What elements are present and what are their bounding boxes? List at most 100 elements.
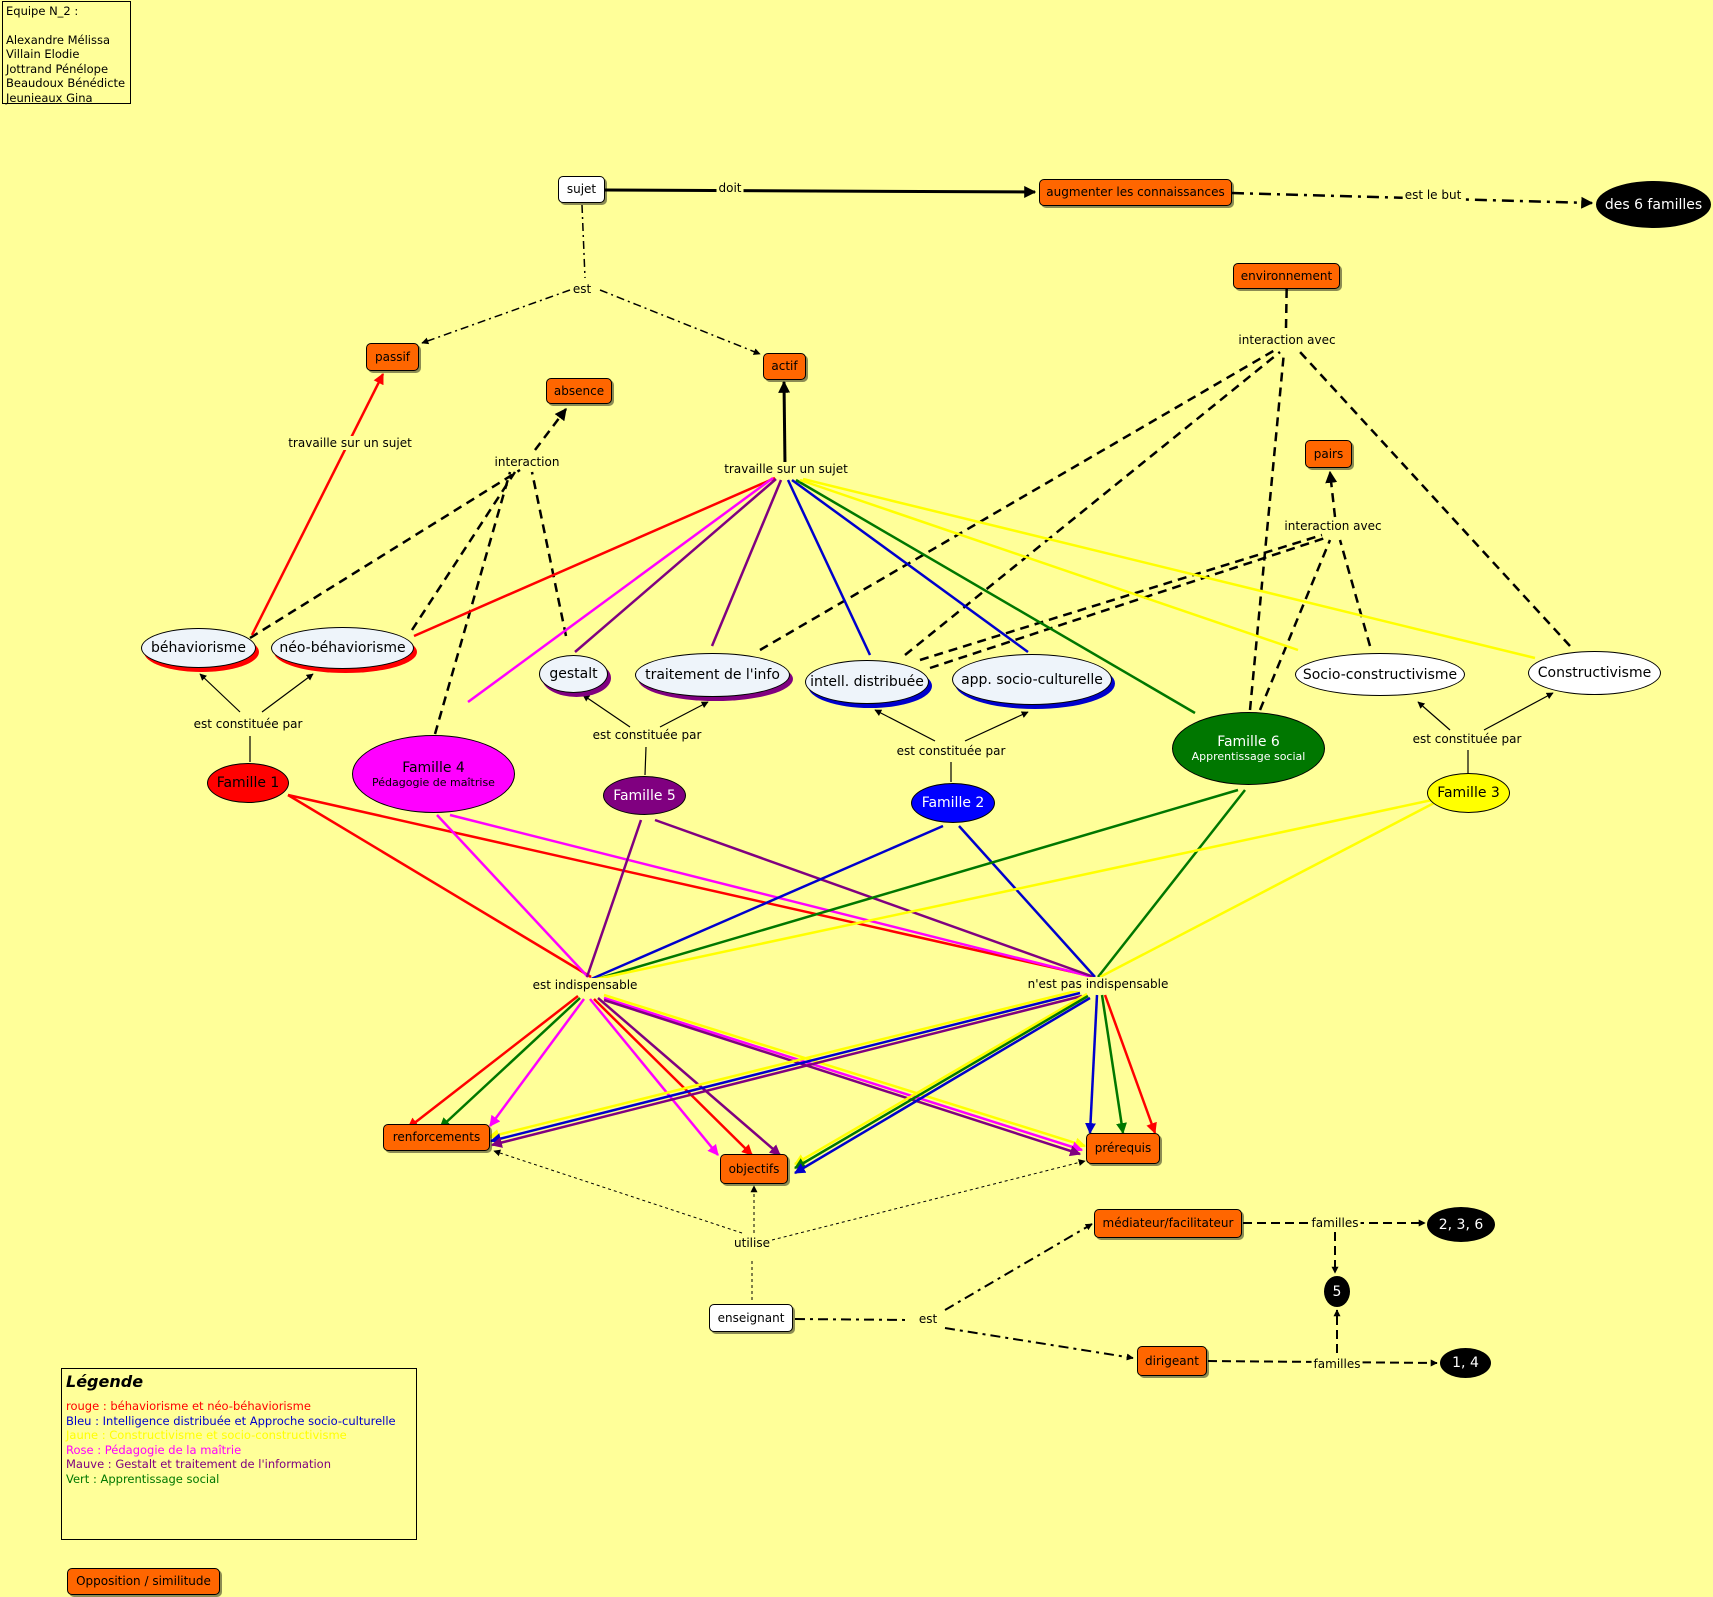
- concept-famille-5[interactable]: Famille 5: [603, 776, 686, 815]
- team-member: Jottrand Pénélope: [6, 61, 109, 76]
- legend-item-mauve: Mauve : Gestalt et traitement de l'infor…: [66, 1457, 332, 1471]
- link-indisp-obj-mauve: [597, 997, 781, 1156]
- link-f5-ecp: [644, 746, 647, 776]
- legend-box: Légende rouge : béhaviorisme et néo-béha…: [61, 1368, 417, 1540]
- concept-sujet[interactable]: sujet: [558, 176, 605, 203]
- team-member: Beaudoux Bénédicte: [6, 76, 126, 90]
- concept-passif[interactable]: passif: [366, 343, 419, 371]
- concept-socio-constructivisme[interactable]: Socio-constructivisme: [1295, 653, 1465, 696]
- link-gestalt-travaille: [574, 478, 777, 653]
- concept-famille-3[interactable]: Famille 3: [1427, 773, 1510, 813]
- link-utilise-renforcements: [493, 1149, 743, 1234]
- link-nonindisp-prereq-rouge: [1103, 994, 1157, 1135]
- link-nonindisp-renf-mauve: [490, 994, 1083, 1148]
- label-utilise: utilise: [732, 1236, 772, 1250]
- concept-traitement-info[interactable]: traitement de l'info: [635, 653, 790, 697]
- concept-objectifs[interactable]: objectifs: [720, 1154, 788, 1184]
- concept-opposition-similitude[interactable]: Opposition / similitude: [67, 1568, 220, 1595]
- link-f2-nonindisp: [958, 825, 1096, 978]
- label-travaille-left: travaille sur un sujet: [286, 436, 414, 450]
- link-intell-interaction-env: [904, 351, 1281, 656]
- link-f5-indisp: [585, 819, 643, 978]
- link-constructivisme-travaille: [802, 477, 1536, 660]
- link-enseignant-est: [794, 1318, 911, 1321]
- link-f6-indisp: [589, 788, 1239, 983]
- link-travaille-actif: [778, 380, 791, 467]
- concept-familles-2-3-6[interactable]: 2, 3, 6: [1427, 1207, 1495, 1242]
- concept-dirigeant[interactable]: dirigeant: [1137, 1346, 1207, 1376]
- label-ecp-f3: est constituée par: [1410, 732, 1524, 746]
- concept-augmenter-connaissances[interactable]: augmenter les connaissances: [1039, 179, 1232, 206]
- concept-gestalt[interactable]: gestalt: [539, 655, 608, 693]
- concept-famille-2[interactable]: Famille 2: [911, 783, 995, 823]
- link-nonindisp-obj-vert: [794, 994, 1089, 1170]
- concept-constructivisme[interactable]: Constructivisme: [1528, 651, 1661, 695]
- concept-app-socio-culturelle[interactable]: app. socio-culturelle: [952, 654, 1112, 705]
- legend-item-vert: Vert : Apprentissage social: [66, 1471, 220, 1486]
- link-f1-indisp: [287, 793, 592, 979]
- link-ecp-constructivisme: [1483, 692, 1554, 731]
- link-f4-indisp: [436, 814, 589, 978]
- link-utilise-prerequis: [771, 1159, 1086, 1241]
- link-f4-interaction: [433, 471, 512, 735]
- label-est-bottom: est: [916, 1312, 940, 1326]
- concept-enseignant[interactable]: enseignant: [709, 1304, 793, 1332]
- link-indisp-prereq-mauve: [603, 998, 1082, 1157]
- link-socio-travaille: [799, 478, 1299, 652]
- concept-prerequis[interactable]: prérequis: [1086, 1133, 1160, 1164]
- link-nonindisp-prereq-vert: [1100, 994, 1127, 1135]
- concept-familles-1-4[interactable]: 1, 4: [1440, 1348, 1491, 1378]
- label-travaille-center: travaille sur un sujet: [722, 462, 850, 476]
- link-traitement-travaille: [710, 479, 783, 647]
- link-f1-nonindisp: [287, 793, 1096, 979]
- link-f5-nonindisp: [654, 818, 1095, 979]
- link-nonindisp-renf-bleu: [489, 991, 1081, 1144]
- link-nonindisp-renf-jaune: [487, 988, 1081, 1140]
- concept-intell-distribuee[interactable]: intell. distribuée: [805, 660, 929, 704]
- label-ecp-f2: est constituée par: [894, 744, 1008, 758]
- link-ecp-traitement: [659, 701, 709, 728]
- concept-renforcements[interactable]: renforcements: [383, 1124, 490, 1151]
- link-socio-interaction-pairs: [1338, 539, 1372, 647]
- concept-mediateur-facilitateur[interactable]: médiateur/facilitateur: [1094, 1209, 1242, 1238]
- link-f6-interaction-pairs: [1258, 539, 1332, 711]
- team-box: Equipe N_2 : Alexandre Mélissa Villain E…: [2, 1, 131, 105]
- link-f6-interaction-env: [1248, 351, 1286, 711]
- link-indisp-renf-vert: [439, 997, 581, 1129]
- link-f3-indisp: [591, 798, 1433, 982]
- label-est-indispensable: est indispensable: [530, 978, 640, 992]
- link-indisp-prereq-rose: [603, 996, 1084, 1153]
- link-f4-travaille: [467, 476, 774, 704]
- concept-behaviorisme[interactable]: béhaviorisme: [141, 628, 256, 668]
- concept-absence[interactable]: absence: [546, 378, 612, 404]
- link-intell-interaction-pairs: [919, 533, 1323, 662]
- label-doit: doit: [716, 181, 744, 195]
- link-est-passif: [421, 289, 571, 345]
- link-est-mediateur: [944, 1223, 1093, 1311]
- label-interaction: interaction: [492, 455, 562, 469]
- link-indisp-prereq-jaune: [603, 993, 1087, 1149]
- link-sujet-doit-augmenter: [604, 185, 1037, 198]
- link-behav-passif: [250, 373, 385, 636]
- link-indisp-obj-rose: [589, 998, 719, 1156]
- concept-des-6-familles[interactable]: des 6 familles: [1596, 181, 1711, 228]
- concept-famille-1[interactable]: Famille 1: [207, 763, 289, 803]
- team-member: Jeunieaux Gina: [6, 90, 93, 105]
- concept-famille-5-number[interactable]: 5: [1324, 1276, 1350, 1307]
- link-est-actif: [599, 289, 761, 355]
- team-title: Equipe N_2 :: [6, 4, 79, 18]
- legend-item-rose: Rose : Pédagogie de la maîtrie: [66, 1442, 242, 1457]
- concept-environnement[interactable]: environnement: [1233, 263, 1340, 289]
- team-member: Alexandre Mélissa: [6, 32, 110, 47]
- concept-neo-behaviorisme[interactable]: néo-béhaviorisme: [271, 627, 414, 669]
- concept-actif[interactable]: actif: [763, 353, 806, 380]
- legend-item-rouge: rouge : béhaviorisme et néo-béhaviorisme: [66, 1399, 311, 1413]
- legend-item-jaune: Jaune : Constructivisme et socio-constru…: [66, 1428, 347, 1442]
- concept-pairs[interactable]: pairs: [1305, 440, 1352, 468]
- link-interaction-pairs: [1325, 470, 1338, 518]
- link-nonindisp-prereq-bleu: [1085, 994, 1099, 1135]
- link-ecp-app: [964, 711, 1029, 742]
